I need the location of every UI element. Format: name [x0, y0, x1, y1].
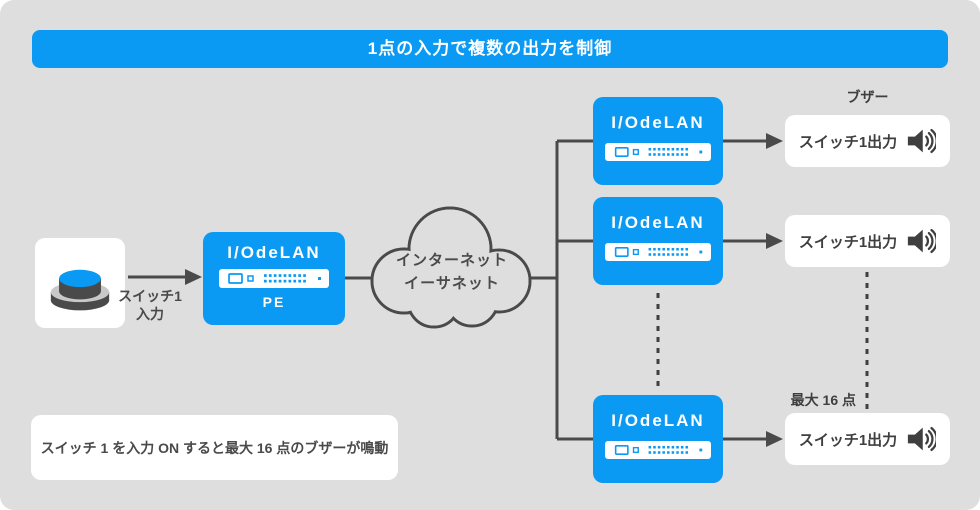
- device-name: I/OdeLAN: [611, 411, 705, 430]
- device-model-label: PE: [262, 294, 286, 310]
- device-panel-icons: [614, 146, 703, 158]
- speaker-icon: [908, 426, 937, 452]
- buzzer-heading: ブザー: [846, 89, 889, 105]
- output-label: スイッチ1出力: [798, 133, 898, 151]
- note-text: スイッチ 1 を入力 ON すると最大 16 点のブザーが鳴動: [40, 439, 389, 456]
- output-label: スイッチ1出力: [798, 233, 898, 251]
- output-label: スイッチ1出力: [798, 431, 898, 449]
- device-panel-icons: [228, 273, 321, 284]
- device-name: I/OdeLAN: [611, 113, 705, 132]
- page-title: 1点の入力で複数の出力を制御: [32, 30, 948, 68]
- note-panel: スイッチ 1 を入力 ON すると最大 16 点のブザーが鳴動: [31, 415, 398, 480]
- switch-output-3: スイッチ1出力: [785, 413, 950, 465]
- switch-output-2: スイッチ1出力: [785, 215, 950, 267]
- switch-input-label: スイッチ1 入力: [118, 288, 182, 322]
- device-front-panel: [605, 243, 711, 261]
- speaker-icon: [908, 128, 937, 154]
- device-name: I/OdeLAN: [227, 243, 321, 262]
- device-front-panel: [605, 143, 711, 161]
- device-front-panel: [605, 441, 711, 459]
- max-points-label: 最大 16 点: [790, 392, 856, 408]
- device-panel-icons: [614, 444, 703, 456]
- push-button-panel: [35, 238, 125, 328]
- device-name: I/OdeLAN: [611, 213, 705, 232]
- iodelan-device-3: I/OdeLAN: [593, 395, 723, 483]
- iodelan-pe-device: I/OdeLAN PE: [203, 232, 345, 325]
- push-button-icon: [50, 269, 110, 311]
- switch-output-1: スイッチ1出力: [785, 115, 950, 167]
- device-front-panel: [219, 269, 329, 288]
- iodelan-device-2: I/OdeLAN: [593, 197, 723, 285]
- device-panel-icons: [614, 246, 703, 258]
- iodelan-device-1: I/OdeLAN: [593, 97, 723, 185]
- speaker-icon: [908, 228, 937, 254]
- cloud-label: インターネット イーサネット: [395, 252, 508, 292]
